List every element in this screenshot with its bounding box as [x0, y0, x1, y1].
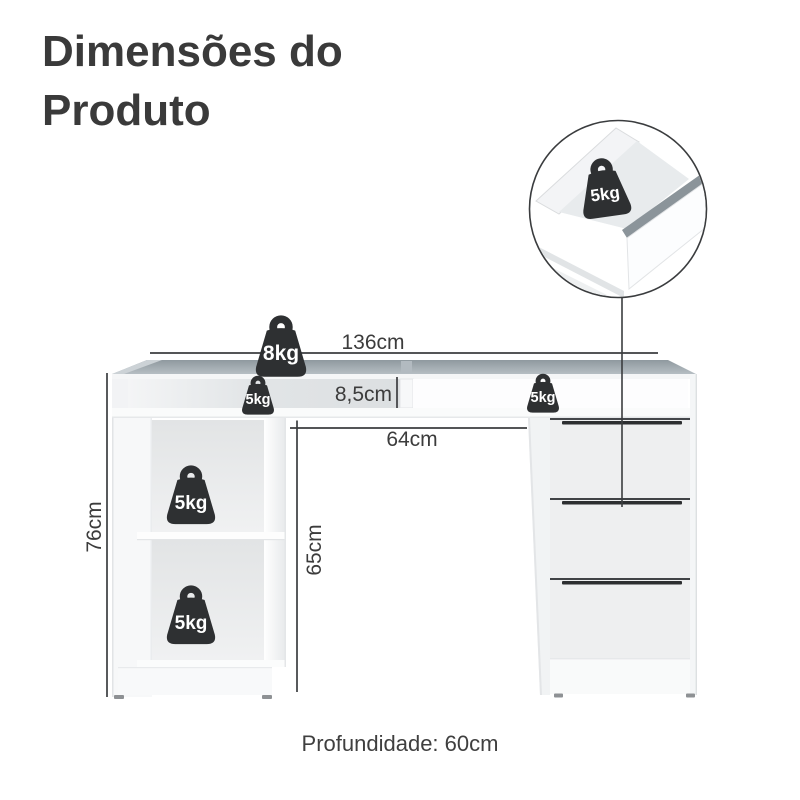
- dim-label-knee-height: 65cm: [303, 524, 326, 575]
- cabinet-plinth: [118, 667, 272, 695]
- weight-label-desktop: 8kg: [263, 342, 299, 365]
- cabinet-right-wall: [264, 418, 286, 667]
- cabinet-foot-right: [262, 695, 272, 699]
- niche-left-wall: [112, 379, 128, 408]
- page-title: Dimensões do Produto: [42, 22, 343, 140]
- left-outer-edge: [112, 418, 114, 697]
- glass-divider-notch: [401, 361, 412, 373]
- weight-label-shelf-upper: 5kg: [175, 493, 208, 514]
- drawer-unit-right-edge: [695, 374, 697, 695]
- under-top-shelf-edge: [112, 416, 697, 418]
- left-cabinet: [112, 418, 286, 699]
- inset-drawer-top-strip: [622, 172, 706, 238]
- weight-badges: 8kg 5kg 5kg 5kg 5kg: [167, 319, 559, 644]
- drawer-front-1: [550, 420, 690, 498]
- weight-label-shelf-lower: 5kg: [175, 613, 208, 634]
- cabinet-plinth-edge: [118, 667, 272, 669]
- top-front-edge: [112, 374, 696, 379]
- drawer-gap-2: [550, 498, 690, 500]
- drawer-unit-right-panel: [690, 374, 697, 695]
- glass-top-left-highlight: [112, 360, 162, 374]
- drawer-unit-left-panel: [528, 418, 550, 695]
- drawer-gap-3: [550, 578, 690, 580]
- drawer-unit-left-edge: [528, 418, 542, 695]
- drawer-front-2: [550, 500, 690, 578]
- drawer-unit-plinth: [550, 658, 690, 694]
- niche-divider: [399, 378, 414, 409]
- dim-label-niche-height: 8,5cm: [335, 383, 392, 406]
- drawer-unit: [528, 374, 697, 698]
- inset-drawer-back-panel: [535, 127, 640, 215]
- cabinet-bottom-board: [137, 660, 286, 667]
- drawer-handle-3: [562, 581, 682, 585]
- dim-label-knee-width: 64cm: [386, 428, 437, 451]
- inset-drawer-front-panel: [626, 179, 706, 291]
- desk-top: [112, 360, 697, 418]
- page-title-line1: Dimensões do: [42, 27, 343, 76]
- drawer-unit-foot-right: [686, 693, 695, 698]
- weight-label-drawer: 5kg: [589, 183, 621, 206]
- middle-shelf-edge: [137, 539, 286, 541]
- weight-badge-drawer: 5kg: [577, 159, 632, 220]
- inset-drawer-rail-1: [531, 243, 624, 297]
- weight-label-niche-left: 5kg: [246, 392, 271, 408]
- dim-label-top-width: 136cm: [341, 331, 404, 354]
- dimension-lines: 136cm 8,5cm 64cm 65cm 76cm: [83, 331, 658, 697]
- drawer-unit-plinth-edge: [550, 658, 690, 660]
- weight-label-niche-right: 5kg: [531, 390, 556, 406]
- dim-label-total-height: 76cm: [83, 501, 106, 552]
- drawer-unit-foot-left: [554, 693, 563, 698]
- depth-label: Profundidade: 60cm: [301, 731, 499, 756]
- drawer-front-3: [550, 580, 690, 658]
- left-side-panel: [112, 418, 152, 697]
- cabinet-right-outer-edge: [284, 418, 286, 667]
- page-title-line2: Produto: [42, 86, 211, 135]
- drawer-detail-inset: 5kg: [528, 119, 708, 299]
- cabinet-foot-left: [114, 695, 124, 699]
- drawer-gap-1: [550, 418, 690, 420]
- left-inner-edge: [150, 418, 152, 667]
- under-top-shelf: [112, 408, 697, 418]
- middle-shelf: [137, 532, 286, 540]
